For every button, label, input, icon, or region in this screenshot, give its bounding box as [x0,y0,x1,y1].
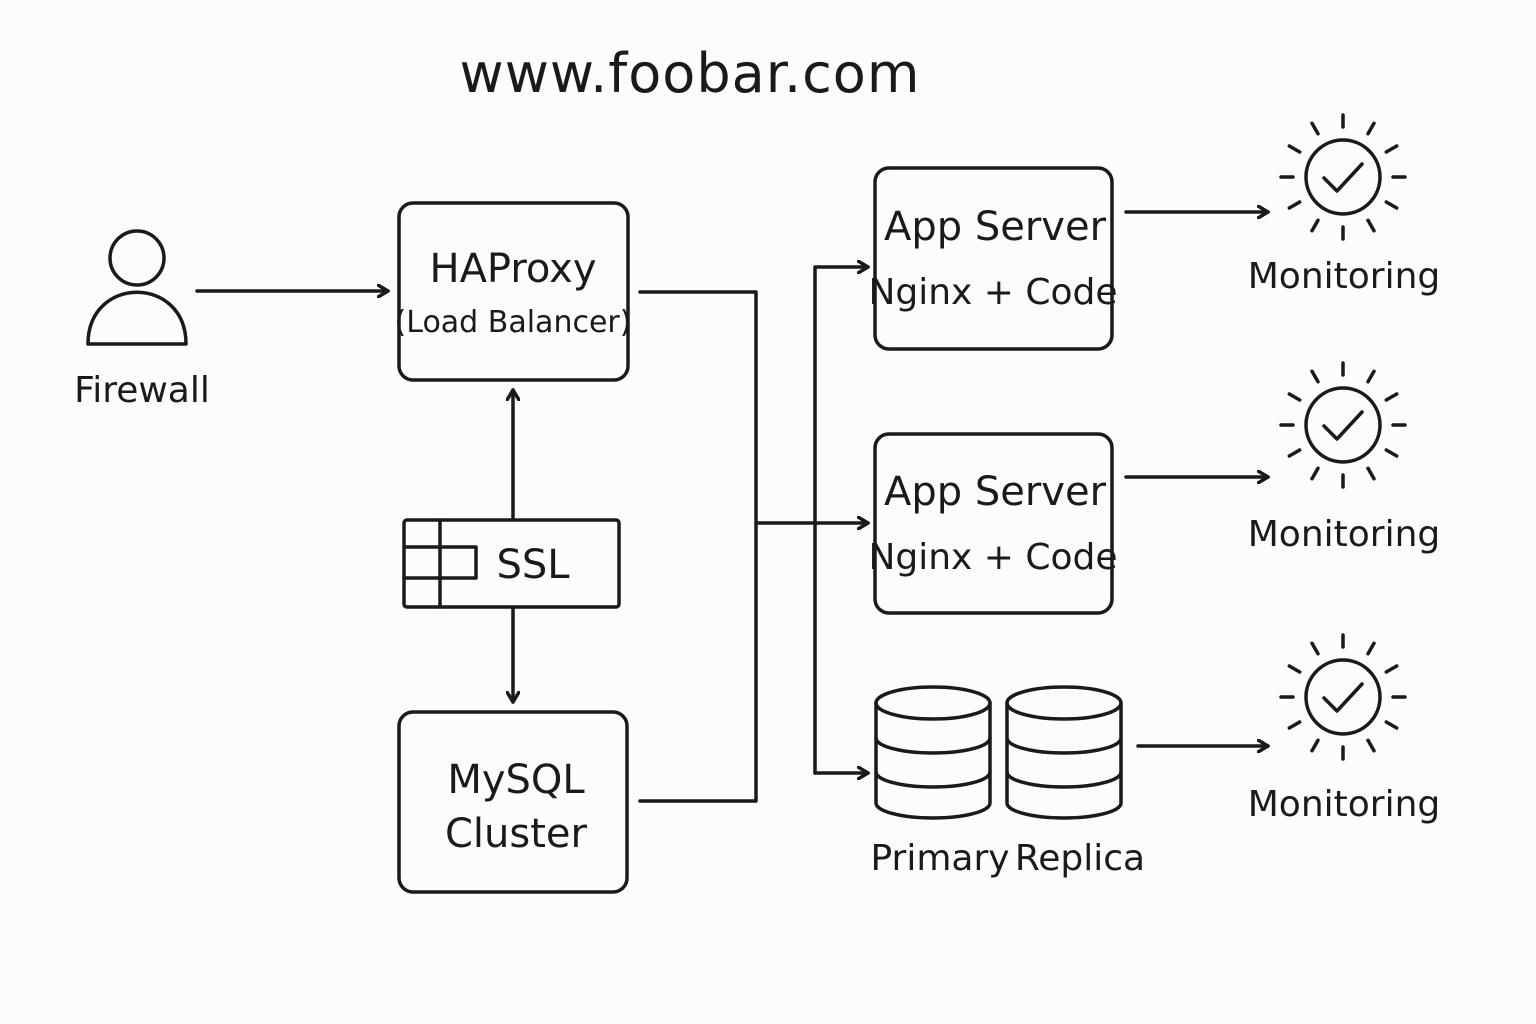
monitoring-3-label: Monitoring [1248,784,1441,825]
sun-check-icon [1279,361,1407,489]
app-server-1-title: App Server [884,204,1107,250]
monitoring-1-label: Monitoring [1248,256,1441,297]
firewall-node: Firewall [74,229,210,411]
app-server-2-title: App Server [884,469,1107,515]
databases-node: Primary Replica [870,685,1145,879]
arrow-to-app-server-1 [813,267,870,775]
database-replica-label: Replica [1015,838,1145,879]
monitoring-1: Monitoring [1248,113,1441,297]
app-server-1-box [873,166,1114,351]
haproxy-subtitle: (Load Balancer) [395,305,632,340]
database-icon [874,685,992,820]
mysql-title: MySQL [447,757,585,803]
ssl-label: SSL [496,542,570,588]
mysql-node: MySQL Cluster [397,710,629,894]
firewall-label: Firewall [74,370,210,411]
ssl-node: SSL [402,518,621,609]
app-server-1-subtitle: Nginx + Code [868,272,1117,313]
mysql-box [397,710,629,894]
mysql-subtitle: Cluster [445,811,588,857]
app-server-1: App Server Nginx + Code [868,166,1118,351]
diagram-title: www.foobar.com [460,42,921,105]
user-icon [86,229,188,346]
haproxy-node: HAProxy (Load Balancer) [395,201,632,382]
monitoring-3: Monitoring [1248,633,1441,825]
app-server-2-box [873,432,1114,615]
certificate-icon [402,518,478,609]
database-primary-label: Primary [870,838,1009,879]
monitoring-2-label: Monitoring [1248,514,1441,555]
connector-lines [638,267,870,803]
app-server-2-subtitle: Nginx + Code [868,537,1117,578]
app-server-2: App Server Nginx + Code [868,432,1118,615]
monitoring-2: Monitoring [1248,361,1441,555]
haproxy-box [397,201,630,382]
database-icon [1005,685,1123,820]
haproxy-title: HAProxy [429,246,596,292]
sun-check-icon [1279,633,1407,761]
sun-check-icon [1279,113,1407,241]
ssl-box [402,518,621,609]
